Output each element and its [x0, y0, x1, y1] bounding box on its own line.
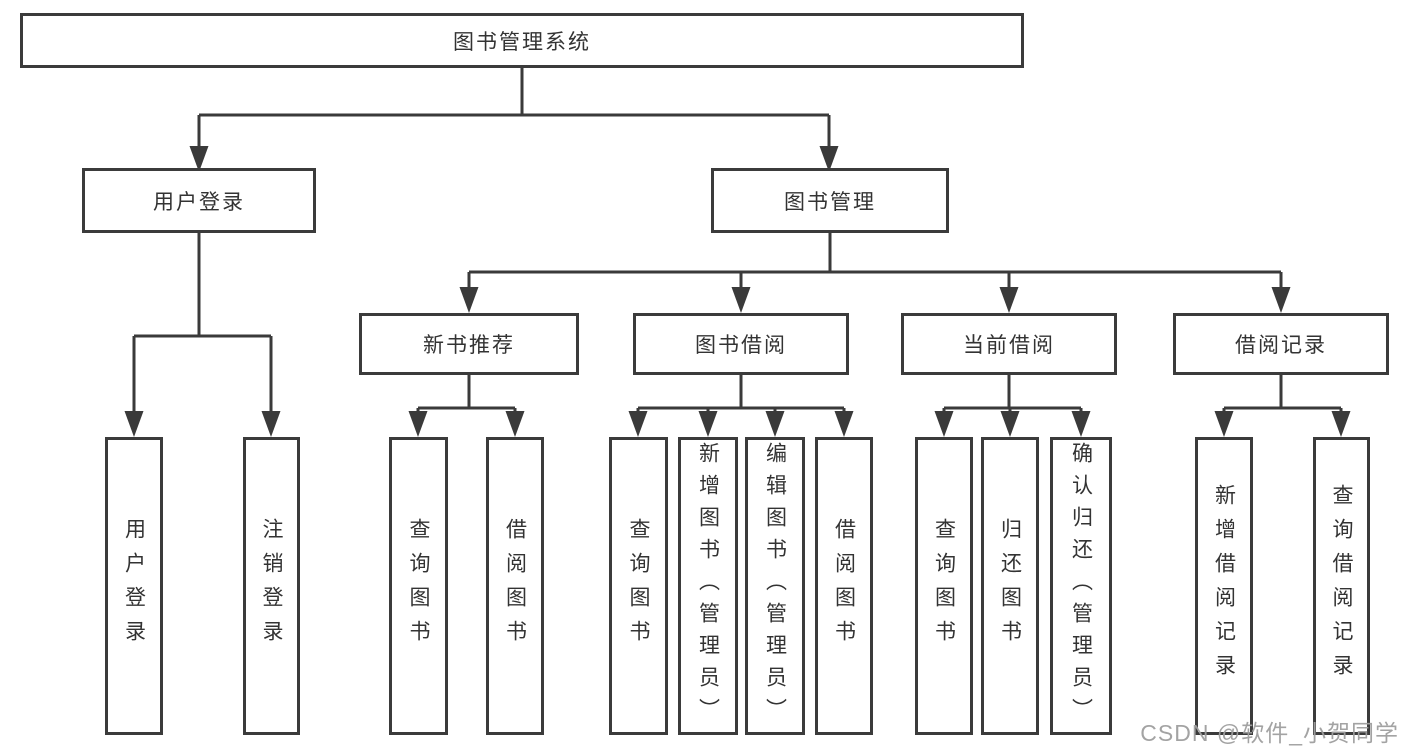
- node-leaf-confirm-return-label: 确认归还（管理员）: [1069, 442, 1093, 730]
- node-new-book-recommend-label: 新书推荐: [423, 334, 515, 357]
- node-leaf-query-book-3-label: 查询图书: [932, 518, 956, 654]
- node-leaf-add-record-label: 新增借阅记录: [1212, 484, 1236, 688]
- node-leaf-confirm-return: 确认归还（管理员）: [1050, 437, 1112, 735]
- node-current-borrow: 当前借阅: [901, 313, 1117, 375]
- node-user-login: 用户登录: [82, 168, 316, 233]
- arrowhead-icon: [934, 411, 954, 437]
- node-leaf-borrow-book-2-label: 借阅图书: [832, 518, 856, 654]
- watermark: CSDN @软件_小贺同学: [1140, 720, 1399, 746]
- node-leaf-query-book-3: 查询图书: [915, 437, 973, 735]
- arrowhead-icon: [834, 411, 854, 437]
- arrowhead-icon: [505, 411, 525, 437]
- node-leaf-borrow-book-2: 借阅图书: [815, 437, 873, 735]
- arrowhead-icon: [765, 411, 785, 437]
- node-leaf-query-record: 查询借阅记录: [1313, 437, 1370, 735]
- node-borrow-records: 借阅记录: [1173, 313, 1389, 375]
- node-root-label: 图书管理系统: [453, 30, 591, 54]
- node-book-management-label: 图书管理: [784, 190, 876, 214]
- arrowhead-icon: [731, 287, 751, 313]
- arrowhead-icon: [999, 287, 1019, 313]
- node-leaf-query-book-1: 查询图书: [389, 437, 448, 735]
- arrowhead-icon: [628, 411, 648, 437]
- node-current-borrow-label: 当前借阅: [963, 334, 1055, 357]
- node-book-borrow-label: 图书借阅: [695, 334, 787, 357]
- arrowhead-icon: [459, 287, 479, 313]
- node-borrow-records-label: 借阅记录: [1235, 334, 1327, 357]
- node-leaf-add-record: 新增借阅记录: [1195, 437, 1253, 735]
- arrowhead-icon: [261, 411, 281, 437]
- node-leaf-logout-label: 注销登录: [260, 518, 283, 654]
- node-root: 图书管理系统: [20, 13, 1024, 68]
- node-leaf-query-record-label: 查询借阅记录: [1330, 484, 1353, 688]
- node-leaf-query-book-1-label: 查询图书: [407, 518, 430, 654]
- arrowhead-icon: [1271, 287, 1291, 313]
- node-new-book-recommend: 新书推荐: [359, 313, 579, 375]
- node-user-login-label: 用户登录: [153, 190, 245, 214]
- arrowhead-icon: [819, 146, 839, 172]
- arrowhead-icon: [408, 411, 428, 437]
- arrowhead-icon: [189, 146, 209, 172]
- node-leaf-user-login: 用户登录: [105, 437, 163, 735]
- arrowhead-icon: [124, 411, 144, 437]
- node-leaf-edit-book-label: 编辑图书（管理员）: [763, 442, 787, 730]
- arrowhead-icon: [1331, 411, 1351, 437]
- node-leaf-borrow-book-1-label: 借阅图书: [503, 518, 527, 654]
- node-book-management: 图书管理: [711, 168, 949, 233]
- node-leaf-edit-book: 编辑图书（管理员）: [745, 437, 805, 735]
- node-book-borrow: 图书借阅: [633, 313, 849, 375]
- node-leaf-return-book-label: 归还图书: [998, 518, 1022, 654]
- node-leaf-return-book: 归还图书: [981, 437, 1039, 735]
- arrowhead-icon: [1000, 411, 1020, 437]
- node-leaf-add-book: 新增图书（管理员）: [678, 437, 738, 735]
- node-leaf-borrow-book-1: 借阅图书: [486, 437, 544, 735]
- node-leaf-logout: 注销登录: [243, 437, 300, 735]
- arrowhead-icon: [1071, 411, 1091, 437]
- node-leaf-add-book-label: 新增图书（管理员）: [696, 442, 720, 730]
- node-leaf-user-login-label: 用户登录: [122, 518, 146, 654]
- arrowhead-icon: [1214, 411, 1234, 437]
- node-leaf-query-book-2-label: 查询图书: [627, 518, 650, 654]
- node-leaf-query-book-2: 查询图书: [609, 437, 668, 735]
- arrowhead-icon: [698, 411, 718, 437]
